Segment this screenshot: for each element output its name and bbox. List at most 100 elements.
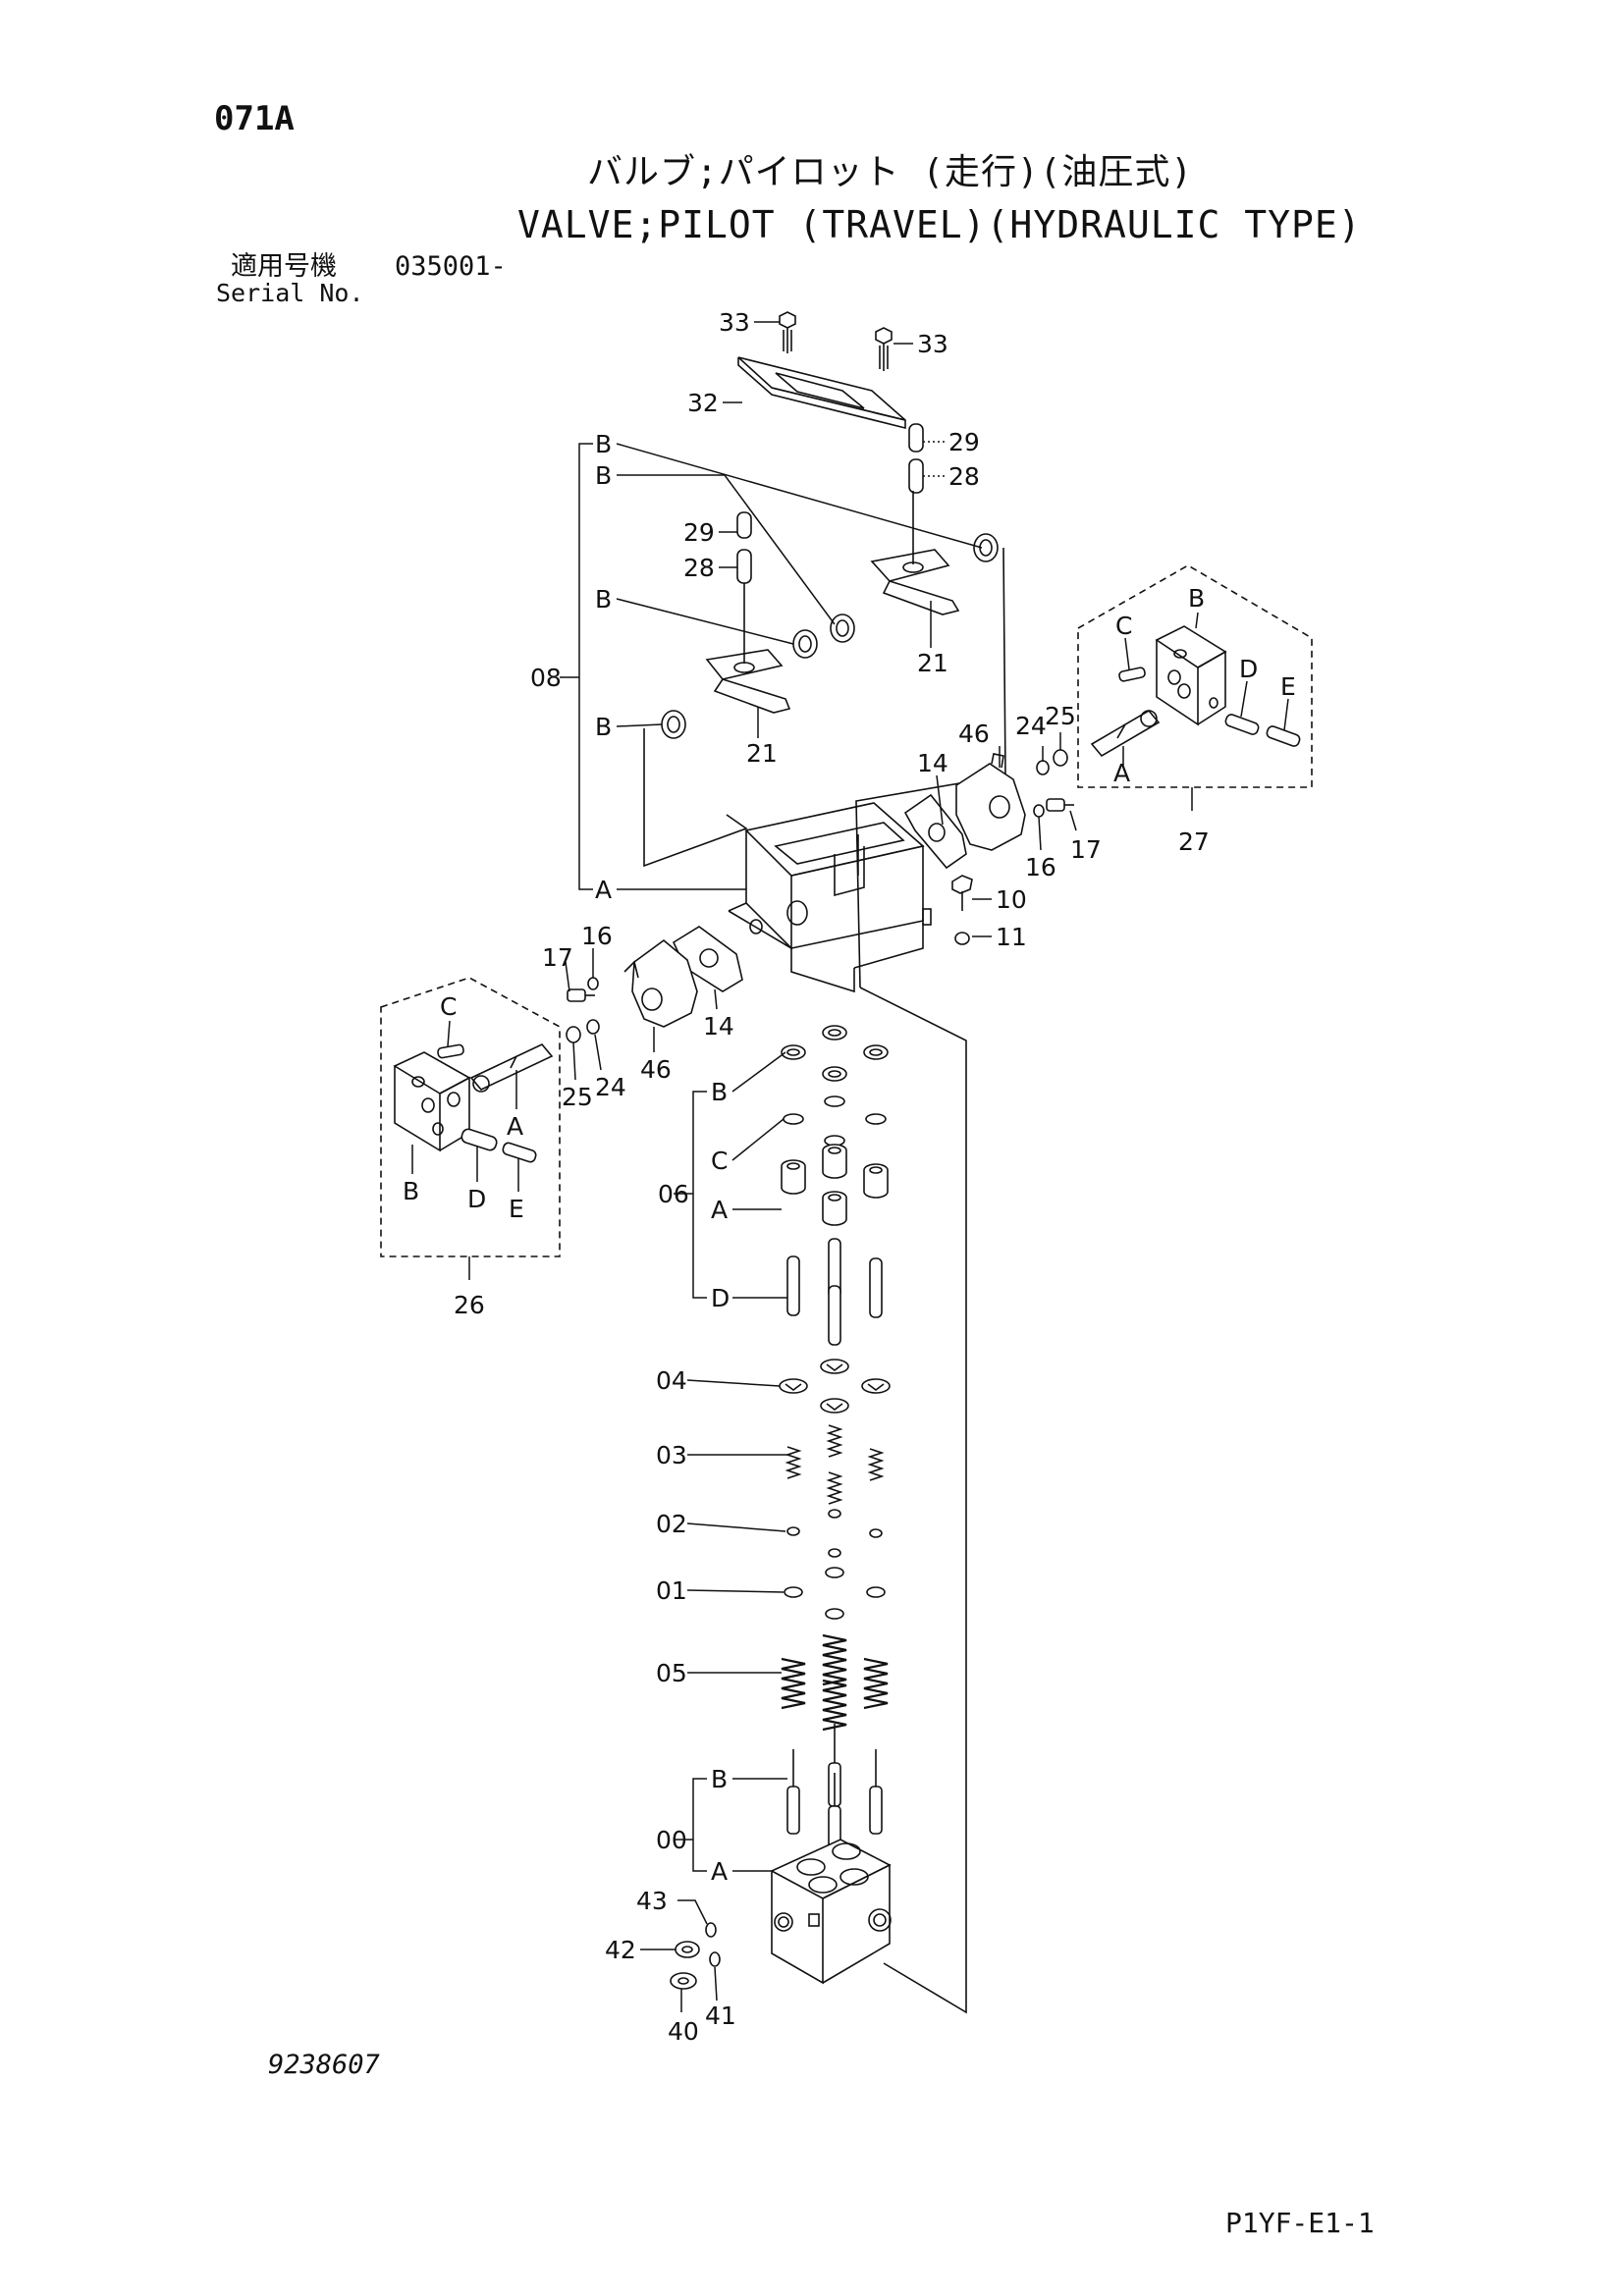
oring-43 — [705, 1922, 717, 1938]
callout-26: 26 — [454, 1291, 485, 1319]
callout-40: 40 — [668, 2017, 699, 2046]
screw-17-right — [1046, 798, 1074, 812]
callout-labels: 33 33 32 29 28 29 28 21 21 08 B B B B A … — [403, 308, 1296, 2046]
piston-row-d — [786, 1238, 883, 1346]
valve-casing — [728, 802, 932, 993]
callout-29-left: 29 — [683, 518, 715, 547]
kit-26-pin-c — [437, 1043, 464, 1059]
callout-a-27: A — [1113, 759, 1130, 787]
bushing-b1 — [973, 533, 999, 562]
oring-25-left — [566, 1026, 581, 1043]
screw-17-left — [567, 988, 595, 1002]
pin-29-left — [736, 511, 752, 539]
plug-row-a — [781, 1144, 889, 1226]
callout-b-06: B — [711, 1078, 728, 1106]
bushing-b2 — [830, 614, 855, 643]
washer-16-right — [1033, 804, 1045, 818]
sheet-code: P1YF-E1-1 — [1225, 2207, 1375, 2239]
callout-06: 06 — [658, 1180, 689, 1208]
oring-25-right — [1053, 749, 1068, 767]
arm-21-left — [705, 583, 791, 714]
callout-03: 03 — [656, 1441, 687, 1469]
callout-16-right: 16 — [1025, 853, 1056, 881]
oring-41 — [709, 1951, 721, 1967]
callout-14-right: 14 — [917, 749, 948, 777]
callout-17-left: 17 — [542, 943, 573, 972]
callout-16-left: 16 — [581, 922, 613, 950]
callout-24-right: 24 — [1015, 712, 1047, 740]
plug-42 — [675, 1941, 700, 1958]
drawing-number: 9238607 — [268, 2050, 380, 2080]
callout-46-left: 46 — [640, 1055, 672, 1084]
bolt-33-left — [779, 311, 796, 353]
callout-02: 02 — [656, 1510, 687, 1538]
callout-24-left: 24 — [595, 1073, 626, 1101]
callout-21-left: 21 — [746, 739, 778, 768]
callout-10: 10 — [996, 885, 1027, 914]
kit-27-box — [1077, 564, 1313, 788]
title-japanese: バルブ;パイロット (走行)(油圧式) — [587, 152, 1194, 192]
callout-b-08-2: B — [595, 461, 612, 490]
oring-24-right — [1036, 760, 1050, 775]
spring-seats-04 — [779, 1359, 891, 1414]
callout-04: 04 — [656, 1366, 687, 1395]
callout-a-00: A — [711, 1857, 728, 1886]
callout-b-08-4: B — [595, 713, 612, 741]
callout-c-06: C — [711, 1147, 728, 1175]
callout-c-27: C — [1115, 612, 1132, 640]
kit-26-pin-d — [460, 1128, 498, 1151]
callout-d-27: D — [1239, 655, 1258, 683]
callout-a-06: A — [711, 1196, 728, 1224]
callout-29-right: 29 — [948, 428, 980, 456]
callout-33-left: 33 — [719, 308, 750, 337]
callout-11: 11 — [996, 923, 1027, 951]
callout-d-26: D — [467, 1185, 486, 1213]
kit-26-shaft — [469, 1043, 554, 1093]
callout-b-26: B — [403, 1177, 419, 1205]
callout-a-26: A — [507, 1112, 523, 1141]
callout-21-right: 21 — [917, 649, 948, 677]
callout-b-27: B — [1188, 584, 1205, 613]
washers-01 — [784, 1567, 886, 1620]
kit-27-pin-e — [1266, 725, 1301, 747]
callout-08: 08 — [530, 664, 562, 692]
serial-label-japanese: 適用号機 — [231, 251, 337, 282]
oring-row-c — [783, 1095, 887, 1147]
callout-b-08-1: B — [595, 430, 612, 458]
kit-27-shaft — [1090, 709, 1161, 758]
callout-25-right: 25 — [1045, 702, 1076, 730]
springs-03 — [785, 1424, 885, 1505]
callout-b-08-3: B — [595, 585, 612, 614]
seal-row-b — [781, 1025, 889, 1082]
callout-b-00: B — [711, 1765, 728, 1793]
callout-01: 01 — [656, 1576, 687, 1605]
serial-value: 035001- — [395, 251, 507, 282]
cam-46-right — [955, 753, 1026, 851]
callout-a-08: A — [595, 876, 612, 904]
callout-c-26: C — [440, 992, 457, 1021]
kit-27-block — [1155, 625, 1227, 726]
pin-28-left — [736, 549, 752, 584]
springs-05 — [781, 1633, 889, 1732]
bolt-33-right — [875, 327, 893, 371]
callout-d-06: D — [711, 1284, 730, 1312]
kit-26-box — [380, 977, 561, 1257]
kit-27-pin-c — [1118, 667, 1146, 682]
arm-21-right — [870, 491, 960, 615]
washer-11 — [954, 932, 970, 945]
pin-28-right — [908, 458, 924, 494]
bushing-b4 — [661, 710, 686, 739]
cam-46-left — [623, 938, 698, 1028]
kit-26-pin-e — [502, 1142, 537, 1163]
callout-e-27: E — [1280, 672, 1296, 701]
callout-42: 42 — [605, 1936, 636, 1964]
kit-26-block — [393, 1051, 471, 1152]
callout-00: 00 — [656, 1826, 687, 1854]
kit-27-pin-d — [1224, 714, 1260, 735]
page-number: 071A — [214, 99, 295, 138]
callout-28-left: 28 — [683, 554, 715, 582]
callout-28-right: 28 — [948, 462, 980, 491]
callout-33-right: 33 — [917, 330, 948, 358]
gasket-14-right — [903, 793, 967, 870]
